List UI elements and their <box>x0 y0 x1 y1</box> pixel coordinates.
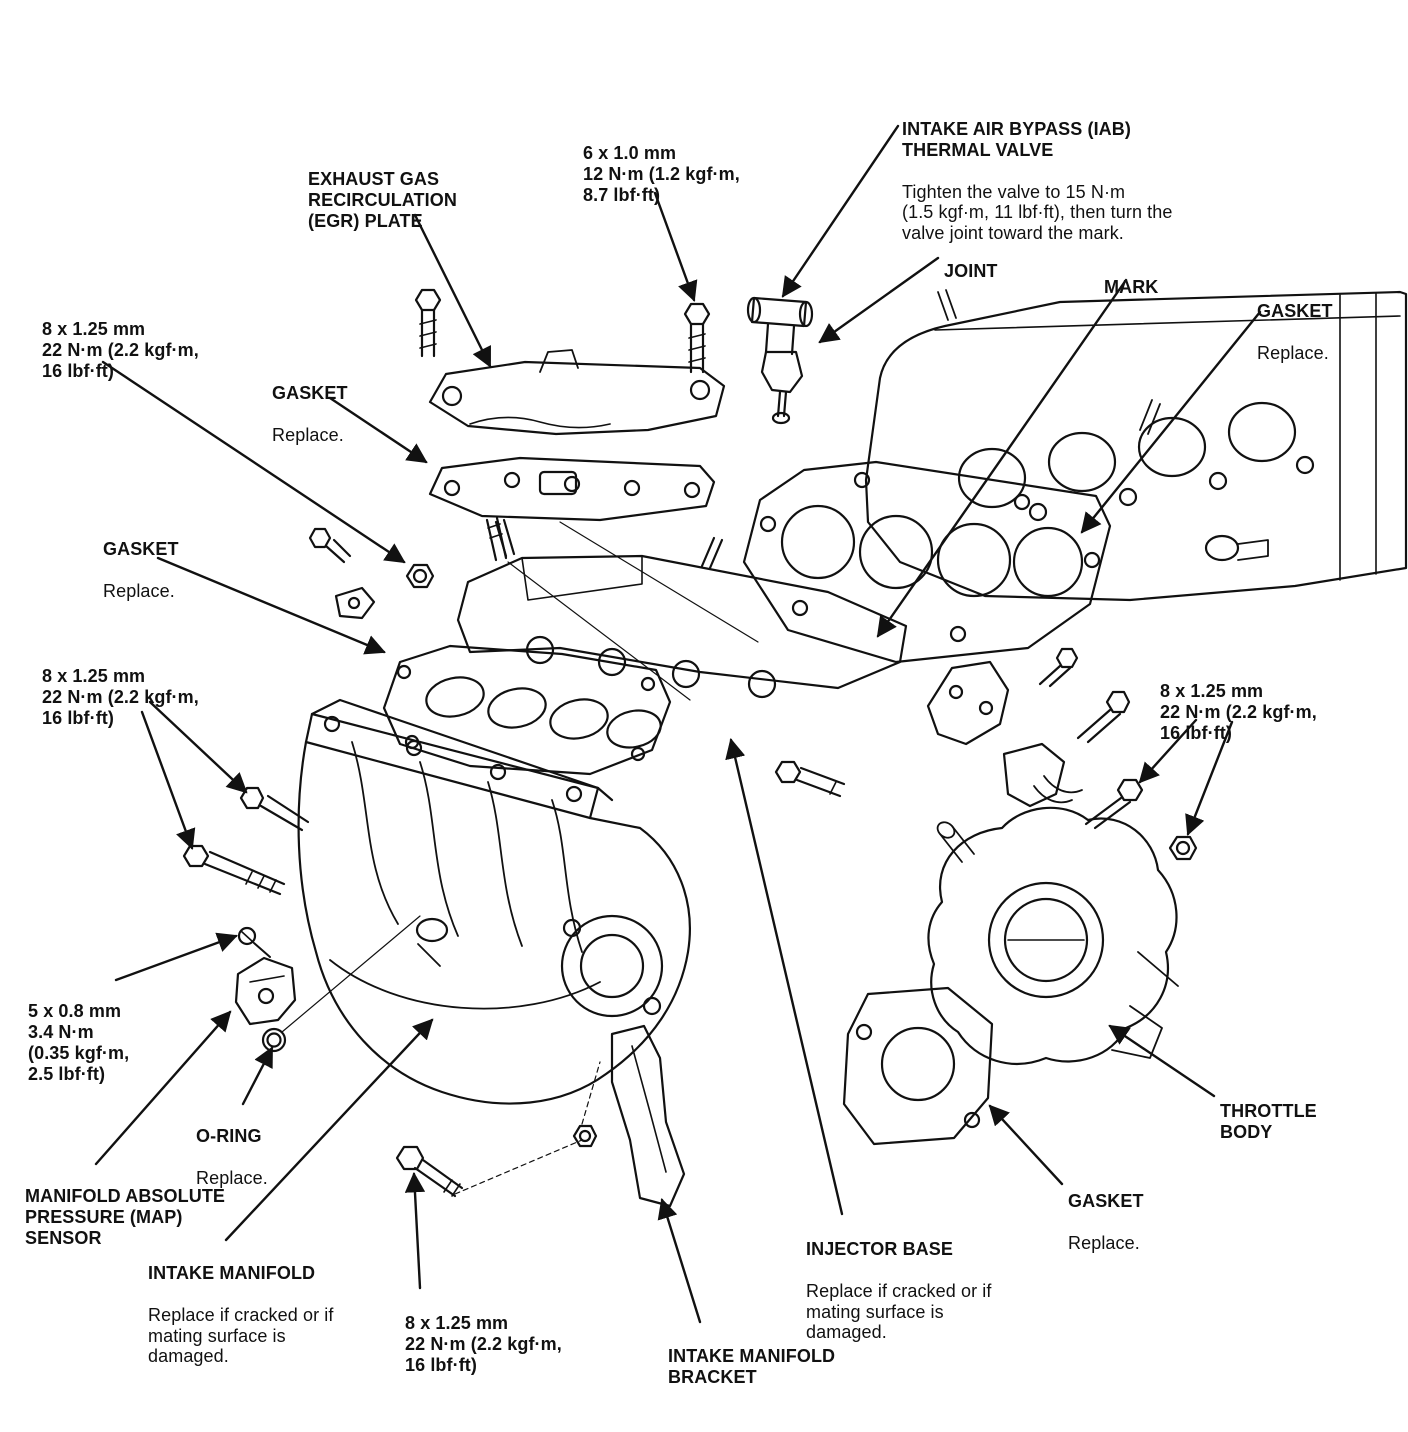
label-injector-base: INJECTOR BASE Replace if cracked or if m… <box>806 1218 991 1364</box>
injector-base-drawing <box>456 518 908 699</box>
label-o-ring: O-RING Replace. <box>196 1105 268 1209</box>
label-intake-manifold: INTAKE MANIFOLD Replace if cracked or if… <box>148 1242 333 1388</box>
label-title: GASKET <box>103 538 179 559</box>
label-note: Replace if cracked or if mating surface … <box>148 1304 334 1367</box>
egr-plate-drawing <box>428 349 726 436</box>
label-bolt-8x125-mid-left: 8 x 1.25 mm 22 N·m (2.2 kgf·m, 16 lbf·ft… <box>42 645 199 749</box>
label-note: Replace. <box>103 580 175 601</box>
label-title: 5 x 0.8 mm 3.4 N·m (0.35 kgf·m, 2.5 lbf·… <box>28 1000 130 1084</box>
label-note: Replace. <box>1068 1232 1140 1253</box>
label-egr-plate: EXHAUST GAS RECIRCULATION (EGR) PLATE <box>308 148 457 252</box>
injector-base-gasket-drawing <box>742 460 1112 664</box>
label-bolt-5x08: 5 x 0.8 mm 3.4 N·m (0.35 kgf·m, 2.5 lbf·… <box>28 980 129 1105</box>
label-title: 8 x 1.25 mm 22 N·m (2.2 kgf·m, 16 lbf·ft… <box>42 318 199 381</box>
label-title: INTAKE MANIFOLD <box>148 1262 316 1283</box>
label-title: INTAKE AIR BYPASS (IAB) THERMAL VALVE <box>902 118 1131 160</box>
label-title: 6 x 1.0 mm 12 N·m (1.2 kgf·m, 8.7 lbf·ft… <box>583 142 740 205</box>
label-note: Tighten the valve to 15 N·m (1.5 kgf·m, … <box>902 181 1173 244</box>
label-title: EXHAUST GAS RECIRCULATION (EGR) PLATE <box>308 168 457 231</box>
label-title: GASKET <box>1257 300 1333 321</box>
egr-gasket-drawing <box>428 456 716 522</box>
label-title: MARK <box>1104 276 1159 297</box>
label-gasket-intake: GASKET Replace. <box>103 518 179 622</box>
label-throttle-body: THROTTLE BODY <box>1220 1080 1317 1164</box>
o-ring-drawing <box>261 1027 287 1053</box>
label-joint: JOINT <box>944 240 998 303</box>
throttle-body-gasket-drawing <box>842 986 994 1146</box>
label-title: 8 x 1.25 mm 22 N·m (2.2 kgf·m, 16 lbf·ft… <box>405 1312 562 1375</box>
label-iab-thermal-valve: INTAKE AIR BYPASS (IAB) THERMAL VALVE Ti… <box>902 98 1172 265</box>
label-title: GASKET <box>1068 1190 1144 1211</box>
label-title: MANIFOLD ABSOLUTE PRESSURE (MAP) SENSOR <box>25 1185 226 1248</box>
label-title: JOINT <box>944 260 998 281</box>
label-title: INTAKE MANIFOLD BRACKET <box>668 1345 836 1387</box>
bolt-icon <box>182 288 1198 1198</box>
leader-arrows <box>94 124 1262 1324</box>
label-note: Replace. <box>196 1167 268 1188</box>
iab-valve-drawing <box>746 296 814 425</box>
harness-bracket-drawing <box>926 660 1083 808</box>
label-note: Replace if cracked or if mating surface … <box>806 1280 992 1343</box>
map-screw-drawing <box>237 926 271 958</box>
label-title: 8 x 1.25 mm 22 N·m (2.2 kgf·m, 16 lbf·ft… <box>1160 680 1317 743</box>
label-bolt-8x125-right: 8 x 1.25 mm 22 N·m (2.2 kgf·m, 16 lbf·ft… <box>1160 660 1317 764</box>
label-gasket-egr: GASKET Replace. <box>272 362 348 466</box>
label-bolt-8x125-upper-left: 8 x 1.25 mm 22 N·m (2.2 kgf·m, 16 lbf·ft… <box>42 298 199 402</box>
intake-manifold-bracket-drawing <box>610 1024 686 1208</box>
label-map-sensor: MANIFOLD ABSOLUTE PRESSURE (MAP) SENSOR <box>25 1165 225 1269</box>
label-intake-manifold-bracket: INTAKE MANIFOLD BRACKET <box>668 1325 835 1409</box>
throttle-body-drawing <box>927 806 1179 1065</box>
intake-manifold-gasket-drawing <box>382 644 672 776</box>
label-bolt-6x10-top: 6 x 1.0 mm 12 N·m (1.2 kgf·m, 8.7 lbf·ft… <box>583 122 740 226</box>
label-bolt-8x125-bottom: 8 x 1.25 mm 22 N·m (2.2 kgf·m, 16 lbf·ft… <box>405 1292 562 1396</box>
label-mark: MARK <box>1104 256 1158 319</box>
assembly-guide-lines <box>281 521 759 1195</box>
label-title: GASKET <box>272 382 348 403</box>
label-title: O-RING <box>196 1125 262 1146</box>
label-gasket-throttle: GASKET Replace. <box>1068 1170 1144 1274</box>
intake-manifold-drawing <box>297 698 691 1105</box>
label-title: 8 x 1.25 mm 22 N·m (2.2 kgf·m, 16 lbf·ft… <box>42 665 199 728</box>
label-title: THROTTLE BODY <box>1220 1100 1317 1142</box>
map-sensor-drawing <box>234 956 297 1026</box>
label-title: INJECTOR BASE <box>806 1238 953 1259</box>
cylinder-head-drawing <box>864 289 1408 602</box>
label-note: Replace. <box>272 424 344 445</box>
label-note: Replace. <box>1257 342 1329 363</box>
label-gasket-top-right: GASKET Replace. <box>1257 280 1333 384</box>
